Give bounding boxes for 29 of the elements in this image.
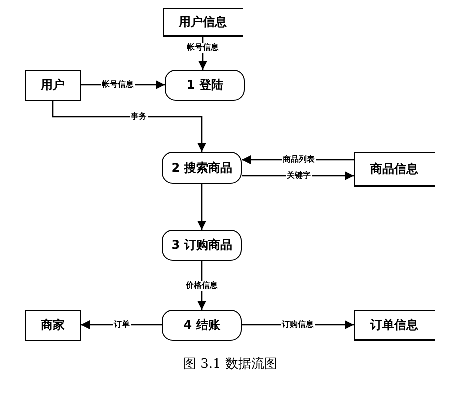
edge-label: 帐号信息: [101, 80, 135, 90]
node-label: 用户: [41, 77, 65, 94]
edge-label: 关键字: [286, 171, 312, 181]
process-box: [162, 230, 242, 261]
edge-label: 帐号信息: [186, 43, 220, 53]
edge-label: 订购信息: [281, 320, 315, 330]
process-box: [165, 70, 245, 101]
edge-label: 商品列表: [282, 155, 316, 165]
data-store: [354, 152, 435, 187]
node-label: 1 登陆: [186, 77, 224, 94]
node-label: 用户信息: [179, 14, 227, 31]
edge-label: 事务: [130, 112, 148, 122]
node-label: 订单信息: [370, 317, 418, 334]
node-label: 商品信息: [370, 161, 418, 178]
process-box: [162, 152, 242, 184]
edge-label: 订单: [113, 320, 131, 330]
data-store: [163, 8, 243, 37]
node-label: 3 订购商品: [172, 237, 232, 254]
arrow: [52, 101, 206, 152]
node-label: 商家: [41, 317, 65, 334]
node-label: 4 结账: [184, 317, 220, 334]
entity-box: [25, 70, 81, 101]
figure-caption: 图 3.1 数据流图: [182, 356, 278, 373]
process-box: [162, 310, 242, 341]
edge-label: 价格信息: [185, 281, 219, 291]
arrow: [198, 184, 206, 230]
entity-box: [25, 310, 81, 341]
data-store: [354, 310, 435, 341]
node-label: 2 搜索商品: [172, 160, 232, 176]
